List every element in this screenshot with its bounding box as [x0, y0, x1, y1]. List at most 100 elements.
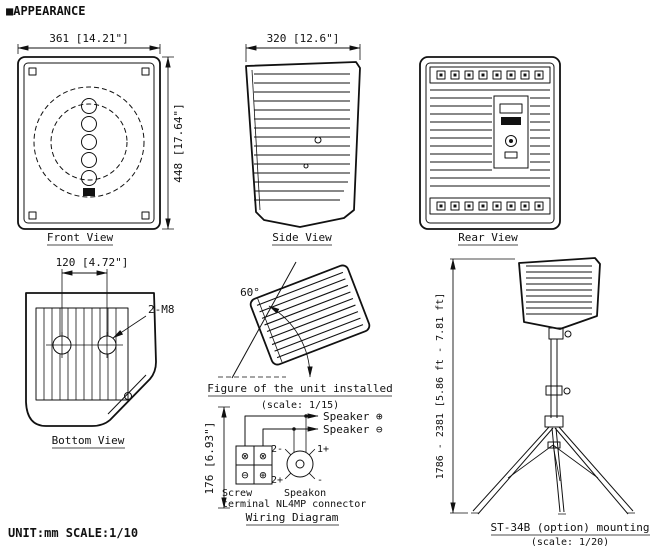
speakon-pin-ticks — [284, 448, 316, 480]
wire-speaker-minus — [262, 426, 319, 446]
pole-clamp — [545, 385, 563, 396]
junction-dot — [304, 414, 308, 418]
stand-height-dim-text: 1786 - 2381 [5.86 ft - 7.81 ft] — [435, 293, 446, 480]
bottom-chamfer-line — [107, 374, 147, 415]
side-outline — [245, 61, 361, 228]
front-view-label: Front View — [47, 231, 114, 244]
screw-symbol-left: ⊗ — [241, 449, 248, 463]
front-port-holes — [81, 98, 97, 186]
front-view: 361 [14.21"] 448 [17.64"] Front View — [17, 32, 185, 246]
brace-collar — [547, 441, 561, 449]
rear-top-rail — [429, 66, 551, 84]
speaker-plus-label: Speaker ⊕ — [323, 410, 383, 423]
side-screw-dot — [314, 136, 322, 144]
bottom-width-extension-lines — [61, 269, 108, 336]
front-height-dim-text: 448 [17.64"] — [172, 103, 185, 182]
bottom-outline — [25, 292, 157, 427]
leg-braces — [507, 444, 599, 482]
port-hole — [81, 134, 97, 150]
bottom-view: 120 [4.72"] 2-M8 Bottom View 176 [6.93"] — [25, 256, 230, 509]
bottom-grille-frame — [35, 307, 129, 401]
bottom-width-dim-text: 120 [4.72"] — [56, 256, 129, 269]
front-width-extension-lines — [17, 44, 161, 54]
front-width-dim-text: 361 [14.21"] — [49, 32, 128, 45]
speakon-connector-circle — [286, 450, 314, 478]
rear-view: Rear View — [419, 56, 561, 246]
side-width-dim-text: 320 [12.6"] — [267, 32, 340, 45]
installed-face-line — [231, 261, 297, 379]
front-corner-mounts — [28, 67, 150, 220]
bottom-view-label: Bottom View — [52, 434, 125, 447]
terminal-plus-symbol: ⊕ — [259, 468, 266, 482]
speaker-minus-label: Speaker ⊖ — [323, 423, 383, 436]
rear-view-label: Rear View — [458, 231, 518, 244]
wiring-diagram-label: Wiring Diagram — [246, 511, 339, 524]
bracket-knob — [564, 330, 572, 338]
speakon-pin-1-plus: 1+ — [317, 444, 329, 455]
tripod-feet — [471, 512, 635, 515]
mounted-speaker-fins — [526, 265, 592, 315]
front-grille-circle-inner — [50, 103, 128, 181]
wire-speaker-plus — [244, 413, 319, 446]
rear-connector-pin — [509, 139, 513, 143]
tripod-legs — [472, 426, 634, 515]
page-title: ■APPEARANCE — [6, 4, 85, 18]
speakon-pin-minus: - — [317, 475, 323, 486]
installed-figure: 60° Figure of the unit installed (scale:… — [207, 261, 393, 411]
port-hole — [81, 170, 97, 186]
rear-outline — [419, 56, 561, 230]
screw-terminal-dividers — [236, 446, 272, 484]
rear-top-slots — [436, 70, 544, 80]
installed-angle-arc — [268, 305, 313, 378]
rear-bottom-slot-dots — [439, 204, 541, 208]
junction-dot — [292, 427, 296, 431]
stand-pole — [550, 339, 558, 418]
installed-unit-fins — [256, 271, 364, 359]
rear-connector-panel — [493, 95, 529, 169]
clamp-knob — [563, 387, 571, 395]
installed-unit-outline — [249, 264, 371, 366]
rear-panel-switch — [504, 151, 518, 159]
rear-inner-outline — [425, 62, 555, 224]
bolt-note-leader — [112, 315, 147, 339]
screw-terminal-caption-1: Screw — [222, 488, 253, 499]
port-hole — [81, 152, 97, 168]
side-width-extension-lines — [245, 44, 361, 62]
stand-mounting-label: ST-34B (option) mounting — [491, 521, 650, 534]
rear-fins — [430, 89, 550, 187]
tripod-hub — [544, 415, 564, 428]
rear-top-slot-dots — [439, 73, 541, 77]
screw-symbol-right: ⊗ — [259, 449, 266, 463]
unit-scale-note: UNIT:mm SCALE:1/10 — [8, 526, 138, 540]
rear-panel-plate — [499, 103, 523, 114]
speakon-pin-2-plus: 2+ — [271, 475, 283, 486]
rear-panel-label — [501, 117, 521, 125]
front-logo-badge — [83, 188, 95, 196]
side-view-label: Side View — [272, 231, 332, 244]
wiring-diagram: Speaker ⊕ Speaker ⊖ ⊗ ⊗ ⊖ ⊕ 2- 1+ 2+ - S… — [222, 410, 383, 526]
bottom-socket-dot — [124, 392, 132, 400]
m8-centerline-vertical — [61, 332, 108, 358]
port-hole — [81, 116, 97, 132]
installed-figure-label: Figure of the unit installed — [207, 382, 392, 395]
stand-mounting: 1786 - 2381 [5.86 ft - 7.81 ft] ST-34B (… — [435, 257, 650, 546]
front-inner-outline — [23, 62, 155, 224]
front-outline — [17, 56, 161, 230]
bolt-note-text: 2-M8 — [148, 303, 175, 316]
side-view: 320 [12.6"] Side View — [245, 32, 361, 246]
depth-dim-text: 176 [6.93"] — [203, 422, 216, 495]
screw-terminal-caption-2: terminal — [222, 499, 270, 510]
side-screw-dot — [303, 163, 309, 169]
front-grille-circle-outer — [33, 86, 145, 198]
rear-bottom-rail — [429, 197, 551, 215]
speakon-connector-center — [295, 459, 305, 469]
installed-angle-text: 60° — [240, 286, 260, 299]
mount-bracket — [548, 327, 564, 340]
speakon-caption-2: NL4MP connector — [276, 499, 366, 510]
speakon-caption-1: Speakon — [284, 488, 326, 499]
speakon-pin-2-minus: 2- — [271, 444, 283, 455]
rear-bottom-slots — [436, 201, 544, 211]
terminal-minus-symbol: ⊖ — [241, 468, 248, 482]
side-fins — [254, 73, 350, 201]
